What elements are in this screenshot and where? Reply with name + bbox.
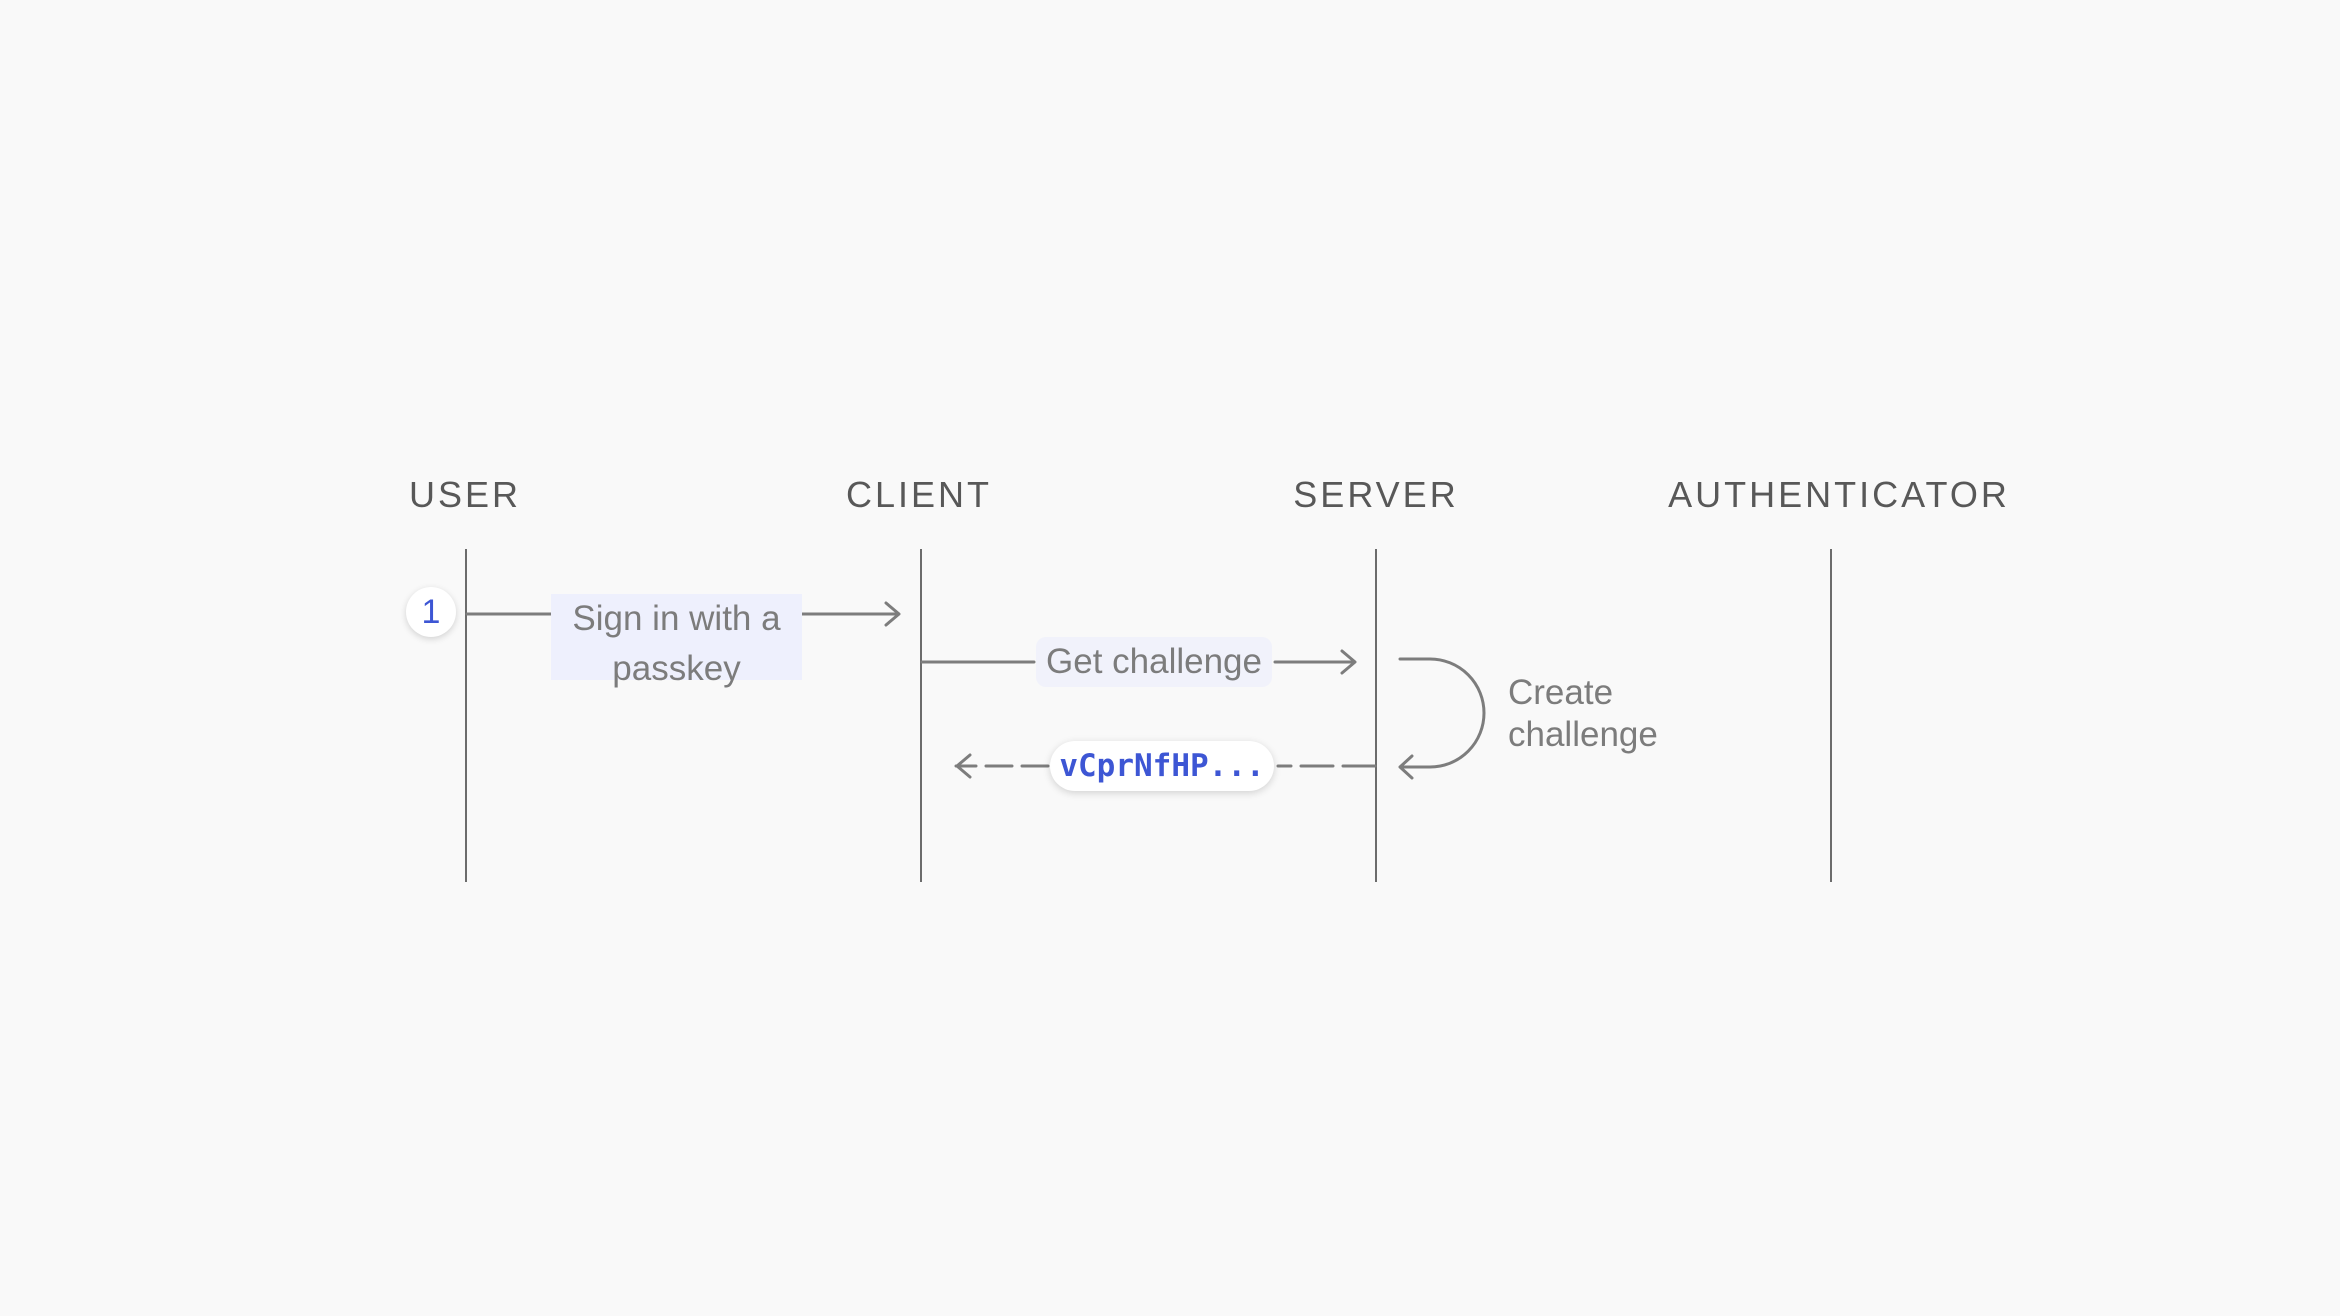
step-badge: 1 (406, 587, 456, 637)
arrow-sign-in (465, 601, 901, 627)
actor-server: SERVER (1293, 474, 1459, 515)
lifeline-server (1375, 549, 1377, 882)
actor-user: USER (408, 474, 522, 515)
arrow-return-head (955, 753, 972, 779)
lifeline-client (920, 549, 922, 882)
label-sign-in: Sign in with a passkey (551, 594, 802, 688)
actor-authenticator: AUTHENTICATOR (1668, 474, 2010, 515)
label-get-challenge: Get challenge (1036, 637, 1272, 687)
arrow-get-challenge (920, 649, 1357, 675)
arrow-create-challenge (1398, 657, 1486, 780)
challenge-token-pill: vCprNfHP... (1050, 741, 1274, 791)
lifeline-user (465, 549, 467, 882)
lifeline-authenticator (1830, 549, 1832, 882)
label-create-challenge: Create challenge (1508, 673, 1658, 754)
actor-client: CLIENT (845, 474, 993, 515)
